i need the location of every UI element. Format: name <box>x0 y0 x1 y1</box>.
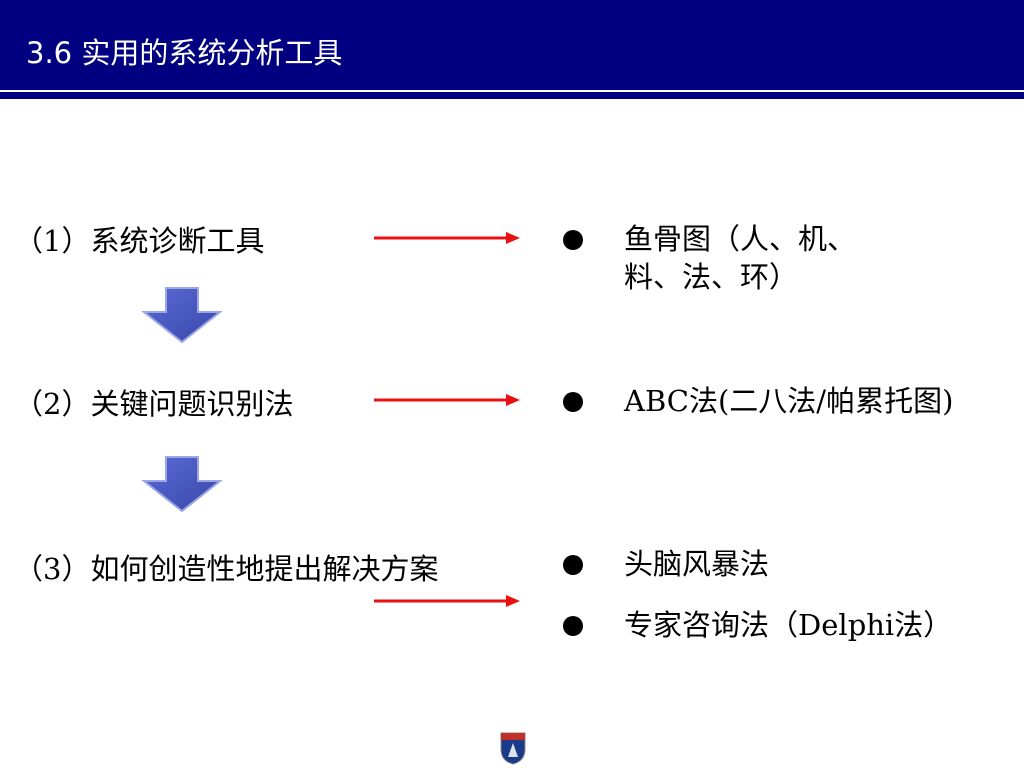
step-3-label: （3）如何创造性地提出解决方案 <box>14 552 439 586</box>
result-delphi: 专家咨询法（Delphi法） <box>624 606 952 644</box>
right-arrow-icon <box>374 595 520 607</box>
result-fishbone: 鱼骨图（人、机、 料、法、环） <box>624 220 856 296</box>
bullet-icon <box>563 230 583 250</box>
bullet-icon <box>563 392 583 412</box>
header-divider-thin <box>0 90 1024 92</box>
right-arrow-icon <box>374 232 520 244</box>
result-brainstorm: 头脑风暴法 <box>624 545 769 583</box>
bullet-icon <box>563 616 583 636</box>
title-bar: 3.6 实用的系统分析工具 <box>0 0 1024 90</box>
step-2-label: （2）关键问题识别法 <box>14 387 294 421</box>
school-emblem-icon <box>500 732 526 765</box>
header-divider-thick <box>0 92 1024 99</box>
result-fishbone-line-2: 料、法、环） <box>624 260 799 294</box>
right-arrow-icon <box>374 394 520 406</box>
bullet-icon <box>563 555 583 575</box>
result-fishbone-line-1: 鱼骨图（人、机、 <box>624 222 857 256</box>
result-brainstorm-line: 头脑风暴法 <box>624 547 770 581</box>
result-delphi-line: 专家咨询法（Delphi法） <box>624 608 953 642</box>
step-1-label: （1）系统诊断工具 <box>14 224 265 258</box>
down-arrow-icon <box>141 456 223 513</box>
slide-title: 3.6 实用的系统分析工具 <box>26 36 343 70</box>
down-arrow-icon <box>141 287 223 344</box>
result-abc: ABC法(二八法/帕累托图) <box>624 382 953 420</box>
result-abc-line: ABC法(二八法/帕累托图) <box>624 384 954 418</box>
